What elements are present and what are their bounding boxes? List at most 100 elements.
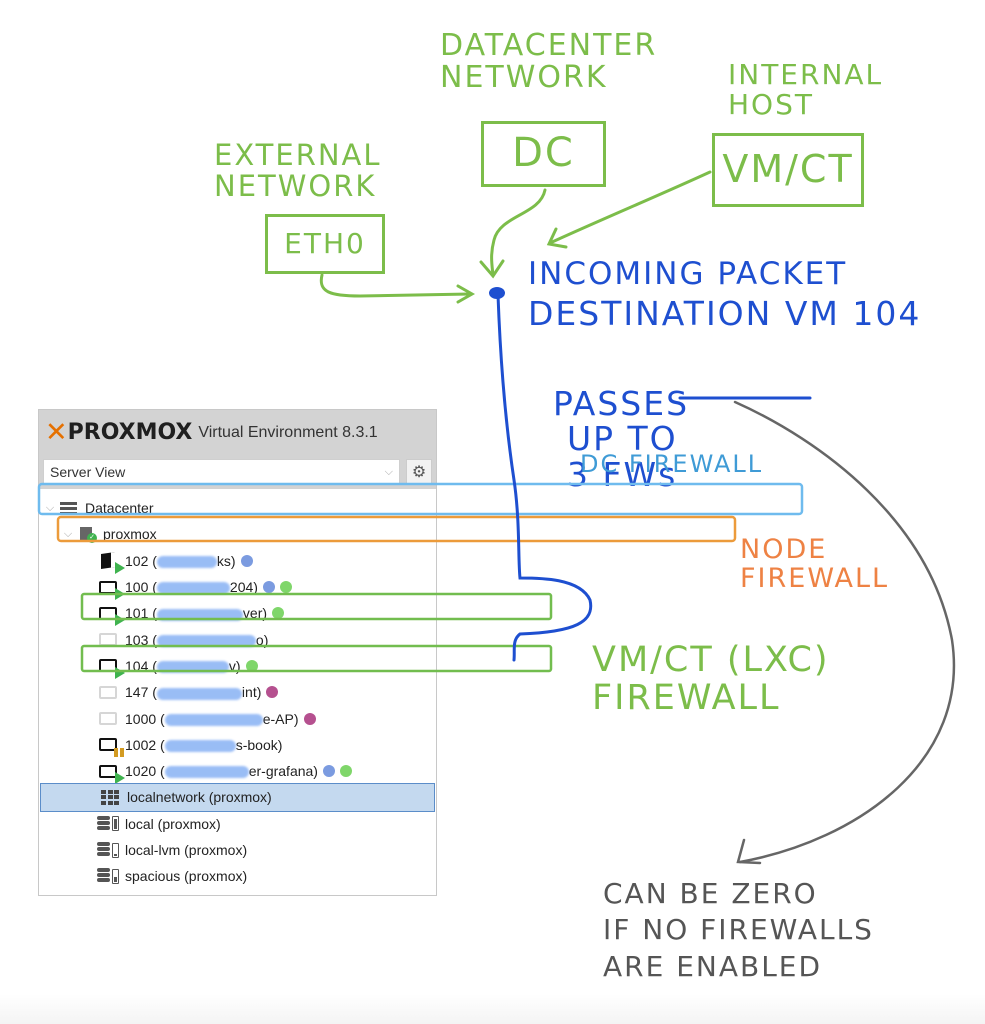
view-select-value: Server View — [50, 464, 126, 480]
tag-dot — [262, 581, 275, 594]
guest-id: 100 ( — [125, 579, 157, 596]
eth0-box: ETH0 — [265, 214, 385, 274]
node-online-icon: ✓ — [75, 525, 97, 544]
server-rack-icon — [57, 499, 79, 517]
storage-database-icon — [97, 841, 119, 859]
redacted-name — [156, 582, 230, 595]
guest-name-suffix: o) — [255, 631, 269, 648]
zero-note-arrowhead — [736, 838, 762, 865]
tree-item-label: 101 (ver) — [125, 605, 267, 621]
destination-label: DESTINATION VM 104 — [528, 294, 922, 333]
tree-item-label: localnetwork (proxmox) — [127, 789, 272, 806]
tag-dot — [240, 554, 253, 567]
running-status-icon — [115, 614, 125, 627]
vm-monitor-icon — [97, 657, 125, 679]
tree-item-guest[interactable]: 1002 ( s-book) — [39, 732, 436, 758]
tree-item-storage[interactable]: spacious (proxmox) — [39, 863, 436, 889]
dc-box: DC — [481, 121, 606, 187]
vm-monitor-icon — [97, 762, 125, 785]
eth0-box-label: ETH0 — [284, 226, 366, 260]
resource-tree: ⌵ Datacenter ⌵ ✓ proxmox 102 (ks) 100 ( 20… — [39, 489, 436, 889]
guest-name-suffix: e-AP) — [262, 710, 299, 727]
guest-name-suffix: s-book) — [235, 736, 283, 753]
proxmox-logo: ✕ PROXMOX — [45, 417, 192, 448]
tree-item-storage[interactable]: local-lvm (proxmox) — [39, 837, 436, 863]
tag-dot — [272, 607, 285, 620]
tree-item-sdn[interactable]: localnetwork (proxmox) — [40, 783, 435, 812]
storage-database-icon — [97, 867, 119, 885]
guest-id: 104 ( — [125, 657, 157, 674]
dc-arrowhead — [479, 259, 505, 279]
tree-item-guest[interactable]: 100 ( 204) — [39, 574, 436, 601]
redacted-name — [156, 687, 242, 700]
dc-box-label: DC — [512, 130, 575, 177]
paused-status-icon — [114, 747, 124, 757]
version-label: Virtual Environment 8.3.1 — [198, 423, 378, 441]
tag-dot — [266, 686, 279, 699]
container-icon — [97, 552, 125, 574]
vm-arrowhead — [546, 227, 568, 249]
guest-name-suffix: int) — [241, 684, 262, 701]
tree-item-label: 1002 ( s-book) — [125, 737, 282, 753]
tree-item-guest[interactable]: 103 (o) — [39, 626, 436, 652]
settings-button[interactable]: ⚙ — [406, 459, 432, 485]
redacted-name — [164, 713, 263, 726]
proxmox-header: ✕ PROXMOX Virtual Environment 8.3.1 — [39, 410, 436, 455]
tree-item-guest[interactable]: 1000 (e-AP) — [39, 705, 436, 731]
vmct-box-label: VM/CT — [722, 147, 854, 192]
redacted-name — [156, 634, 256, 647]
bottom-fade — [0, 994, 985, 1024]
tree-item-label: spacious (proxmox) — [125, 868, 248, 885]
tree-item-guest[interactable]: 101 (ver) — [39, 600, 436, 627]
tag-dot — [245, 659, 258, 672]
tree-item-guest[interactable]: 104 ( v) — [39, 653, 436, 679]
vm-monitor-icon — [97, 710, 119, 728]
guest-name-suffix: v) — [228, 657, 241, 674]
tree-item-label: 1020 (er-grafana) — [125, 763, 318, 779]
vmct-box: VM/CT — [712, 133, 864, 207]
redacted-name — [164, 766, 249, 779]
tree-item-guest[interactable]: 147 ( int) — [39, 679, 436, 705]
running-status-icon — [115, 588, 125, 601]
guest-name-suffix: 204) — [229, 579, 258, 596]
tree-item-storage[interactable]: local (proxmox) — [39, 811, 436, 837]
vm-monitor-icon — [97, 631, 119, 649]
tag-dot — [279, 581, 292, 594]
tree-item-label: Datacenter — [85, 500, 154, 517]
chevron-down-icon[interactable]: ⌵ — [63, 527, 73, 540]
eth0-arrow — [319, 273, 472, 298]
tree-item-label: 104 ( v) — [125, 658, 241, 674]
running-status-icon — [115, 666, 125, 679]
tag-dot — [303, 712, 316, 725]
tree-item-datacenter[interactable]: ⌵ Datacenter — [39, 495, 436, 521]
running-status-icon — [115, 772, 125, 785]
chevron-down-icon[interactable]: ⌵ — [45, 501, 55, 514]
tag-dot — [322, 765, 335, 778]
guest-id: 147 ( — [125, 684, 157, 701]
chevron-down-icon: ⌵ — [384, 465, 393, 478]
logo-x-icon: ✕ — [45, 417, 68, 448]
tree-item-guest[interactable]: 102 (ks) — [39, 548, 436, 574]
incoming-packet-label: INCOMING PACKET — [528, 256, 848, 292]
logo-text: PROXMOX — [67, 420, 193, 445]
tree-item-node[interactable]: ⌵ ✓ proxmox — [39, 521, 436, 547]
vm-firewall-label: VM/CT (LXC) FIREWALL — [592, 640, 830, 718]
redacted-name — [156, 661, 229, 674]
tree-item-label: local-lvm (proxmox) — [125, 842, 248, 858]
guest-id: 1002 ( — [125, 736, 165, 753]
internal-host-label: INTERNAL HOST — [728, 58, 884, 122]
tree-item-label: proxmox — [103, 526, 157, 543]
tree-item-guest[interactable]: 1020 (er-grafana) — [39, 758, 436, 785]
tag-dot — [339, 765, 352, 778]
dc-firewall-label: DC FIREWALL — [580, 450, 764, 478]
datacenter-network-label: DATACENTER NETWORK — [440, 28, 658, 96]
redacted-name — [156, 608, 243, 621]
view-select[interactable]: Server View ⌵ — [43, 459, 400, 485]
view-selector-row: Server View ⌵ ⚙ — [39, 455, 436, 489]
node-firewall-label: NODE FIREWALL — [740, 534, 890, 595]
tree-item-label: 100 ( 204) — [125, 579, 258, 595]
zero-note-arrow — [733, 400, 956, 864]
redacted-name — [164, 740, 236, 753]
packet-dot — [489, 287, 505, 299]
tree-item-label: 103 (o) — [125, 632, 268, 648]
